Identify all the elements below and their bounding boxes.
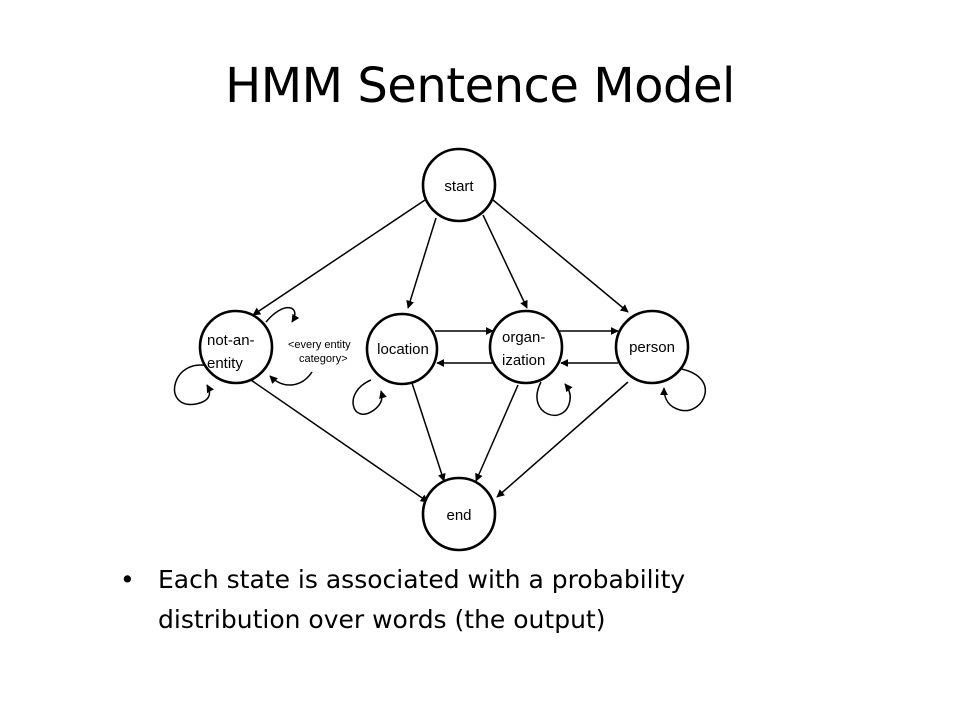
state-person-label: person <box>629 339 675 356</box>
self-loop-not-an-entity <box>173 364 214 406</box>
state-not-an-entity: not-an- entity <box>198 309 274 385</box>
edge-organization-to-end <box>475 384 519 482</box>
state-location-label: location <box>377 341 429 358</box>
edge-start-to-organization <box>482 214 528 309</box>
edge-not-an-entity-to-entities <box>265 306 300 323</box>
state-organization-label-line1: organ- <box>502 329 545 346</box>
state-organization-label-line2: ization <box>502 352 545 369</box>
edge-not-an-entity-to-end <box>247 377 429 503</box>
edge-person-to-end <box>496 381 629 498</box>
state-not-an-entity-label-line2: entity <box>207 355 243 372</box>
state-end: end <box>421 476 497 552</box>
entity-category-note-line2: category> <box>299 353 348 365</box>
slide-title: HMM Sentence Model <box>225 58 735 114</box>
edge-entities-to-not-an-entity <box>269 371 313 386</box>
self-loop-person <box>660 367 707 412</box>
self-loop-location <box>352 379 387 415</box>
state-organization: organ- ization <box>488 309 564 385</box>
edge-start-to-not-an-entity <box>252 199 426 316</box>
entity-category-note-line1: <every entity <box>288 339 351 351</box>
state-not-an-entity-label-line1: not-an- <box>207 332 255 349</box>
state-location: location <box>365 312 439 386</box>
edge-start-to-location <box>406 217 437 309</box>
edge-start-to-person <box>492 199 629 313</box>
state-start: start <box>421 147 497 223</box>
bullet-list: • Each state is associated with a probab… <box>120 560 920 640</box>
self-loop-organization <box>536 381 573 417</box>
edge-location-to-end <box>411 382 446 482</box>
bullet-dot-icon: • <box>120 565 135 594</box>
bullet-text-line1: Each state is associated with a probabil… <box>158 565 686 594</box>
state-person: person <box>614 309 690 385</box>
state-start-label: start <box>444 178 474 195</box>
bullet-text-line2: distribution over words (the output) <box>158 605 606 634</box>
state-end-label: end <box>446 507 471 524</box>
bullet-item: • Each state is associated with a probab… <box>120 560 920 640</box>
